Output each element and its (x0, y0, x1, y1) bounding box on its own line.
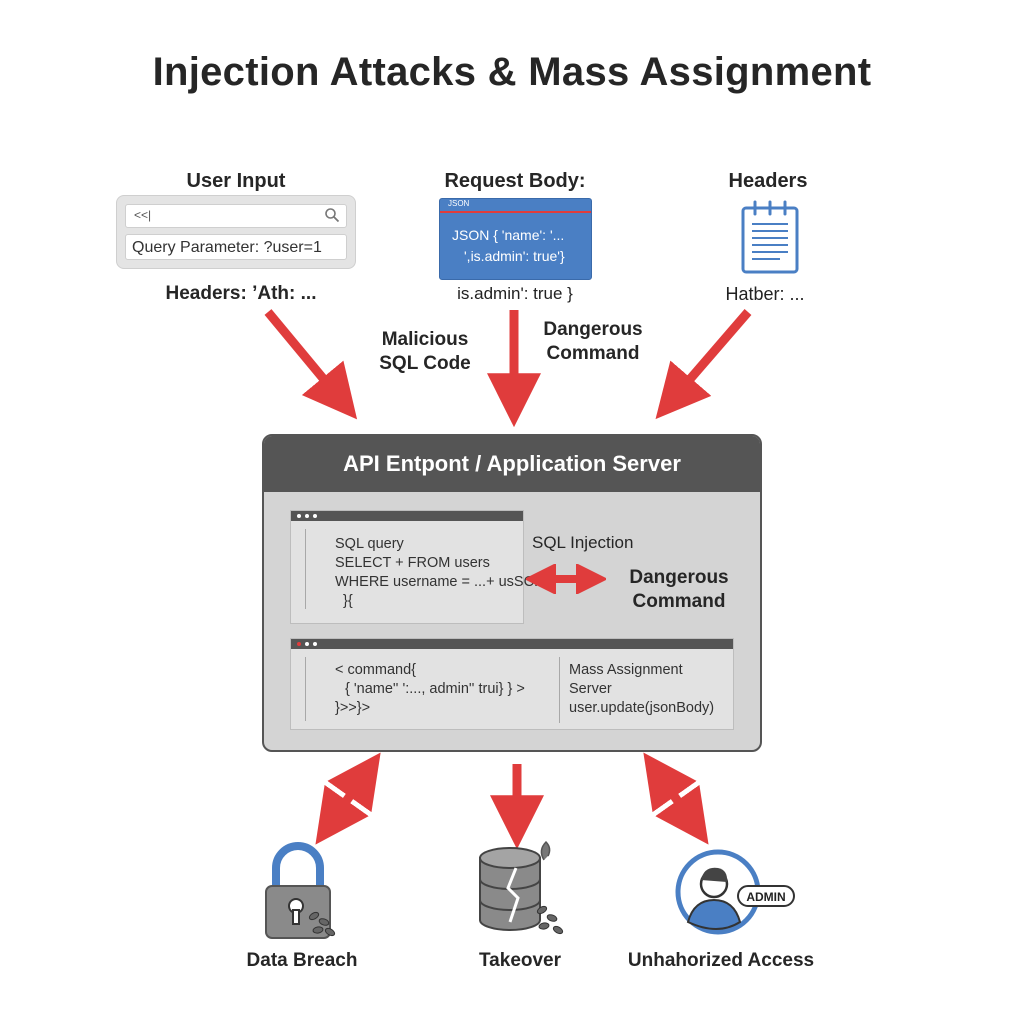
takeover-label: Takeover (478, 950, 562, 971)
sql-query-window: SQL query SELECT + FROM users WHERE user… (290, 510, 546, 624)
query-parameter-field[interactable]: Query Parameter: ?user=1 (125, 234, 347, 260)
broken-lock-icon (262, 842, 342, 947)
data-breach-label: Data Breach (246, 950, 358, 971)
headers-label: Headers (728, 170, 808, 192)
request-body-label: Request Body: (444, 170, 586, 192)
window-titlebar (291, 511, 523, 521)
arrow-headers-to-server (655, 309, 752, 420)
arrow-server-data-breach (315, 752, 381, 845)
request-body-caption: is.admin': true } (457, 284, 573, 303)
command-code: < command{ { 'name'' ':..., admin'' trui… (335, 662, 525, 716)
window-titlebar (291, 639, 733, 649)
search-input-text: <<| (134, 208, 152, 222)
command-window: < command{ { 'name'' ':..., admin'' trui… (290, 638, 734, 730)
headers-caption: Hatber: ... (725, 284, 805, 304)
arrow-server-unauthorized (643, 752, 709, 845)
arrow-input-to-server (264, 309, 358, 420)
user-input-widget: <<| Query Parameter: ?user=1 (116, 195, 356, 269)
json-panel-titlebar: JSON (440, 199, 591, 213)
mass-assignment-code: Mass Assignment Server user.update(jsonB… (569, 662, 715, 716)
double-arrow (526, 564, 606, 594)
json-line: JSON { 'name': '... (452, 227, 565, 243)
admin-user-icon (674, 848, 800, 943)
dangerous-command-label: Dangerous Command (543, 319, 643, 364)
request-body-json-panel: JSON JSON { 'name': '... ',is.admin': tr… (439, 198, 592, 280)
page-title: Injection Attacks & Mass Assignment (152, 50, 872, 94)
user-input-label: User Input (186, 170, 286, 192)
json-line: ',is.admin': true'} (464, 248, 565, 264)
sql-injection-label: SQL Injection (532, 533, 634, 552)
search-input[interactable]: <<| (125, 204, 347, 228)
malicious-sql-label: Malicious SQL Code (379, 329, 471, 374)
broken-database-icon (474, 838, 570, 947)
search-icon (324, 207, 340, 226)
user-input-headers-caption: Headers: ’Ath: ... (165, 283, 317, 304)
notepad-icon (740, 200, 800, 281)
unauthorized-access-label: Unhahorized Access (627, 950, 815, 971)
api-server-window: API Entpont / Application Server SQL que… (262, 434, 762, 752)
server-dangerous-command-label: Dangerous Command (629, 567, 729, 612)
server-title: API Entpont / Application Server (264, 436, 760, 492)
sql-code: SQL query SELECT + FROM users WHERE user… (335, 536, 547, 609)
admin-badge: ADMIN (746, 890, 786, 904)
